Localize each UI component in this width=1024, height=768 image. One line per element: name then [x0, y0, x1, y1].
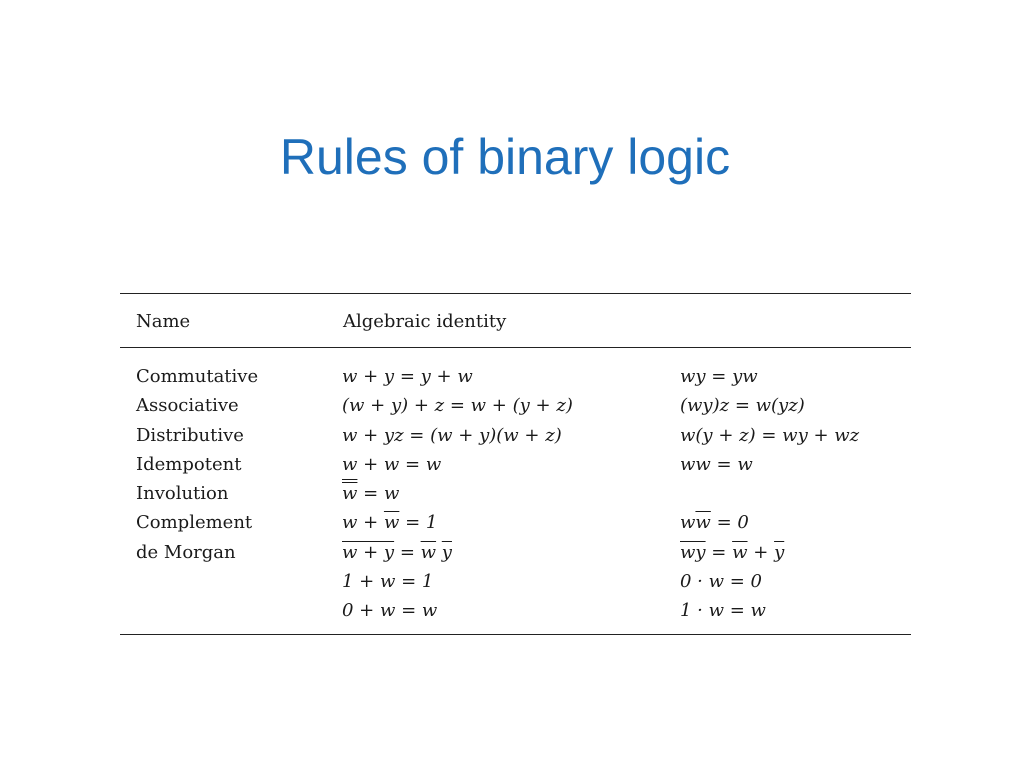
table-row: Distributive w + yz = (w + y)(w + z) w(y… — [0, 421, 1024, 450]
negated-term: w — [420, 541, 437, 563]
identity-and-form: wy = yw — [680, 366, 758, 387]
formula-part: + — [747, 541, 775, 563]
header-algebraic-identity: Algebraic identity — [343, 311, 507, 332]
identity-or-form: w = w — [342, 479, 399, 508]
table-header-rule — [120, 347, 911, 348]
identity-and-form: ww = 0 — [680, 508, 749, 537]
identity-or-form: 1 + w = 1 — [342, 571, 434, 593]
negated-term: y — [774, 541, 785, 563]
identity-and-form: wy = w + y — [680, 538, 784, 567]
rule-name: Distributive — [136, 424, 244, 446]
formula-part: w — [680, 512, 696, 534]
formula-part: = — [394, 541, 421, 563]
double-negated-term: w — [342, 483, 358, 505]
identity-or-form: w + y = w y — [342, 538, 452, 567]
negated-term: wy — [680, 541, 706, 563]
table-bottom-rule — [120, 634, 911, 635]
table-row: Idempotent w + w = w ww = w — [0, 450, 1024, 479]
negated-term: w — [695, 512, 711, 534]
rule-name: Complement — [136, 512, 253, 534]
rule-name: Commutative — [136, 366, 259, 387]
negated-term: w + y — [342, 541, 395, 563]
identity-or-form: w + y = y + w — [342, 366, 473, 387]
formula-part: = 0 — [710, 512, 749, 534]
table-row: Commutative w + y = y + w wy = yw — [0, 362, 1024, 391]
formula-part: = 1 — [399, 512, 438, 534]
identity-table-body: Commutative w + y = y + w wy = yw Associ… — [0, 362, 1024, 626]
negated-term: w — [732, 541, 748, 563]
rule-name: Involution — [136, 483, 229, 505]
table-row: 0 + w = w 1 · w = w — [0, 596, 1024, 625]
header-name: Name — [136, 311, 191, 332]
rule-name: Associative — [136, 395, 239, 417]
table-row: Complement w + w = 1 ww = 0 — [0, 508, 1024, 537]
slide-title: Rules of binary logic — [279, 129, 731, 185]
table-row: de Morgan w + y = w y wy = w + y — [0, 538, 1024, 567]
formula-part: = — [705, 541, 733, 563]
identity-or-form: (w + y) + z = w + (y + z) — [342, 395, 573, 417]
identity-and-form: w(y + z) = wy + wz — [680, 424, 860, 446]
formula-part: w + — [342, 512, 384, 534]
negated-term: y — [441, 541, 452, 563]
identity-and-form: 1 · w = w — [680, 600, 766, 622]
identity-and-form: ww = w — [680, 453, 753, 475]
identity-and-form: (wy)z = w(yz) — [680, 395, 805, 417]
table-top-rule — [120, 293, 911, 294]
identity-or-form: w + w = 1 — [342, 508, 437, 537]
rule-name: de Morgan — [136, 541, 236, 563]
identity-or-form: 0 + w = w — [342, 600, 438, 622]
identity-or-form: w + w = w — [342, 453, 442, 475]
table-row: Involution w = w — [0, 479, 1024, 508]
table-row: 1 + w = 1 0 · w = 0 — [0, 567, 1024, 596]
identity-and-form: 0 · w = 0 — [680, 571, 763, 593]
identity-or-form: w + yz = (w + y)(w + z) — [342, 424, 562, 446]
table-row: Associative (w + y) + z = w + (y + z) (w… — [0, 391, 1024, 420]
rule-name: Idempotent — [136, 453, 242, 475]
formula-part: = w — [357, 483, 400, 505]
negated-term: w — [383, 512, 400, 534]
